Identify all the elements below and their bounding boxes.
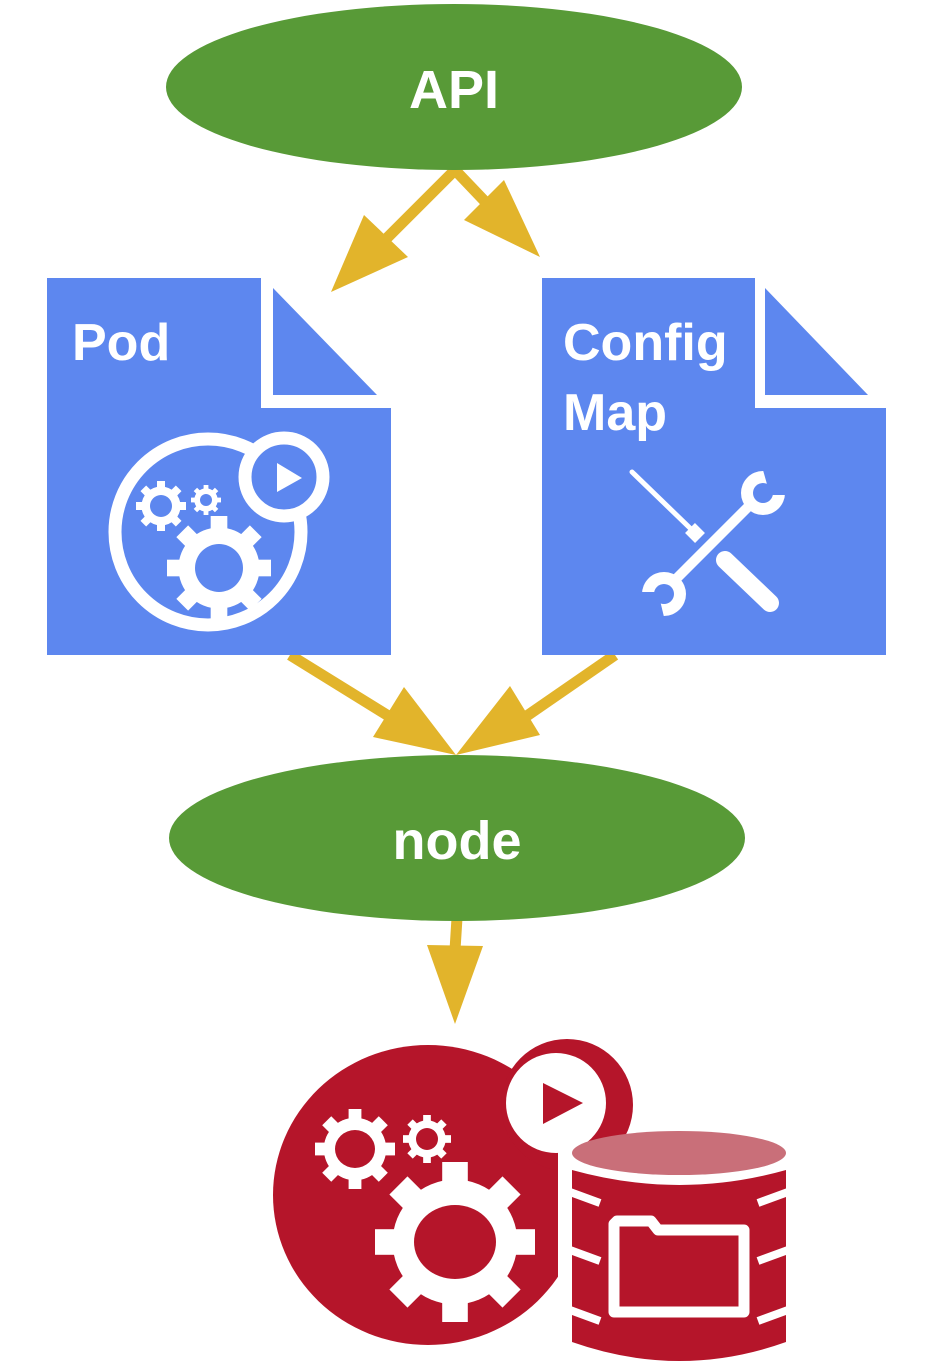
pod-label: Pod: [72, 314, 170, 372]
edge-pod-to-node: [287, 650, 456, 755]
arrowhead: [331, 215, 408, 292]
edge-configmap-to-node: [456, 650, 619, 755]
screwdriver-icon: [629, 469, 779, 612]
pod-with-volume-icon: [273, 1039, 798, 1366]
edge-api-to-pod: [331, 166, 459, 292]
arrowhead: [456, 686, 540, 755]
pod-document: Pod: [47, 278, 391, 655]
gears-icon: [315, 1109, 535, 1322]
api-node: API: [166, 4, 742, 170]
configmap-label-line2: Map: [563, 384, 667, 442]
node-ellipse: [169, 755, 745, 921]
configmap-label-line1: Config: [563, 314, 728, 372]
configmap-document-fold: [765, 288, 868, 395]
tools-icon: [629, 469, 790, 617]
configmap-document: Config Map: [542, 278, 886, 655]
node-label: node: [393, 811, 522, 871]
edge-api-to-configmap: [451, 166, 540, 257]
pod-gears-play-icon: [108, 431, 330, 632]
edge-node-to-pod-volume: [427, 917, 483, 1024]
node-node: node: [169, 755, 745, 921]
arrowhead: [373, 687, 456, 755]
api-label: API: [409, 60, 499, 120]
arrowhead: [464, 180, 540, 257]
folder-icon: [608, 1215, 750, 1318]
api-ellipse: [166, 4, 742, 170]
database-top: [572, 1131, 786, 1175]
wrench-icon: [640, 470, 790, 617]
configmap-document-body: [542, 278, 886, 655]
play-icon: [543, 1083, 583, 1124]
database-icon: [568, 1131, 790, 1361]
pod-document-body: [47, 278, 391, 655]
arrowhead: [427, 945, 483, 1024]
pod-document-fold: [273, 288, 377, 395]
